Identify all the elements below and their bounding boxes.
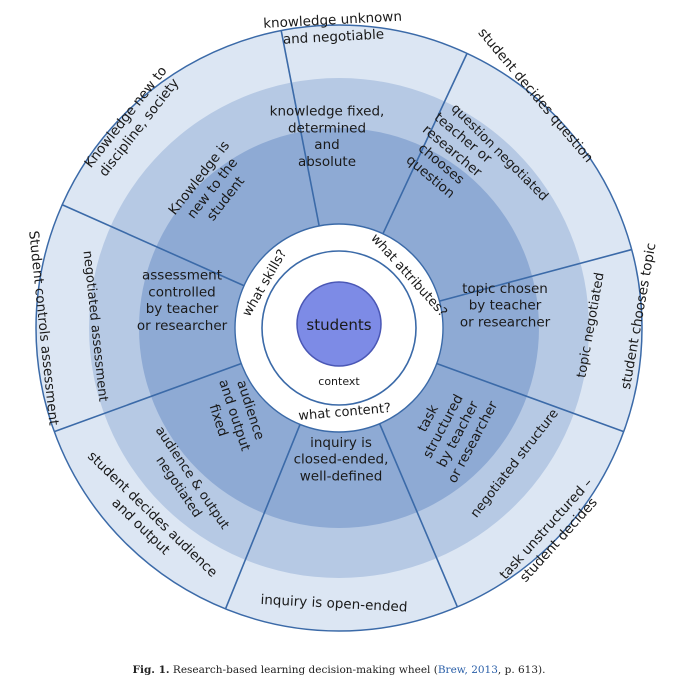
spoke-divider [437, 248, 632, 303]
figure-caption: Fig. 1. Research-based learning decision… [0, 664, 678, 676]
spoke-divider [61, 204, 247, 288]
spoke-divider [378, 421, 459, 608]
spoke-divider [434, 362, 625, 433]
center-context-label: context [318, 375, 360, 388]
spoke-divider [381, 53, 468, 236]
center-circle [296, 281, 382, 367]
caption-fig-number: Fig. 1. [132, 664, 170, 676]
center-label: students [306, 316, 371, 334]
segment-5-outer-label: inquiry is open-ended [260, 592, 408, 616]
spoke-divider [224, 422, 302, 610]
caption-citation-link[interactable]: Brew, 2013 [437, 664, 498, 676]
caption-tail: , p. 613). [497, 664, 546, 676]
segment-1-outer-label: knowledge unknownand negotiable [263, 9, 403, 49]
spoke-divider [53, 362, 244, 433]
caption-text: Research-based learning decision-making … [169, 664, 438, 676]
spoke-divider [280, 30, 321, 229]
segment-6-inner-label: audienceand outputfixed [199, 372, 269, 458]
hub-inner-ring [261, 250, 417, 406]
